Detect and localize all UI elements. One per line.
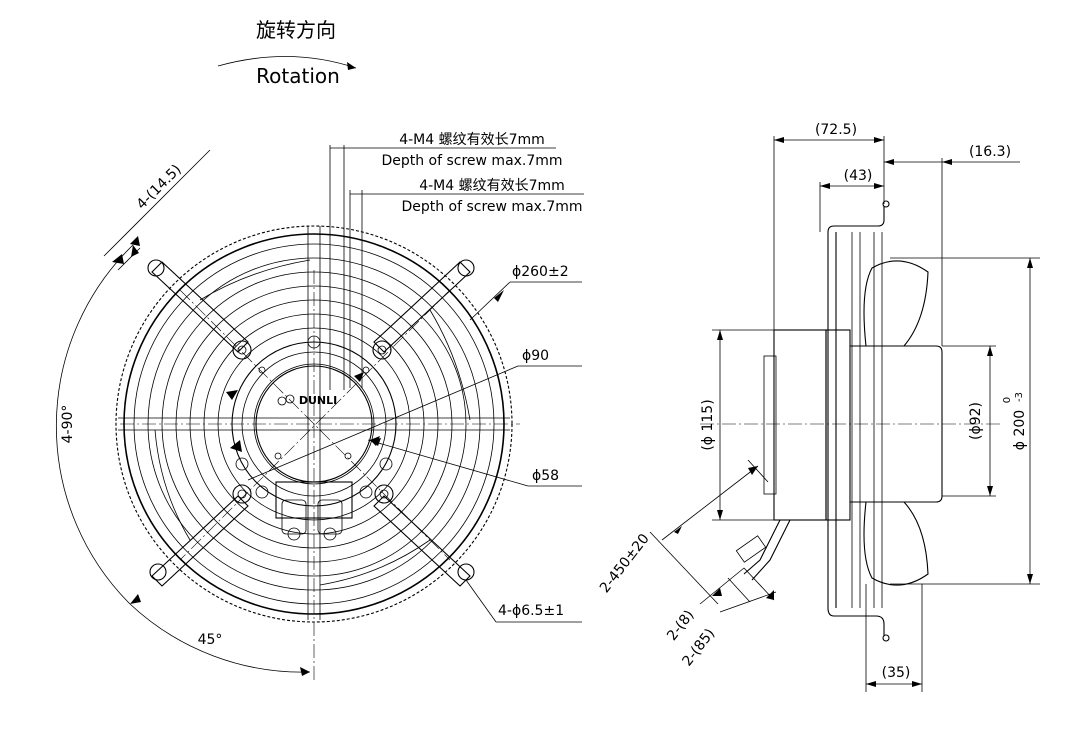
dim-cable-strip-1: 2-(8): [664, 607, 697, 643]
dim-outer-dia: ϕ260±2: [512, 264, 569, 280]
dim-cable-length: 2-450±20: [597, 531, 653, 596]
dim-guard-offset: (16.3): [969, 144, 1011, 160]
mounting-arm: [149, 484, 252, 587]
fan-blade-bottom: [863, 501, 929, 586]
fan-blade-top: [863, 260, 929, 347]
dim-blade-width: (35): [882, 665, 911, 681]
dim-angle-45: 45°: [198, 632, 223, 648]
rotation-indicator: 旋转方向 Rotation: [217, 18, 357, 88]
rotation-label-en: Rotation: [256, 64, 340, 88]
dim-hub-dia: (ϕ92): [968, 402, 984, 440]
dim-overall-depth: (72.5): [815, 122, 857, 138]
side-view: (72.5) (16.3) (43) (ϕ 115) (ϕ92) ϕ: [597, 122, 1040, 692]
dim-mount-dia-lower: -3: [1014, 392, 1025, 402]
dim-slot-width: 4-(14.5): [134, 162, 185, 213]
dim-angle-4x90: 4-90°: [60, 405, 76, 444]
dim-holes: 4-ϕ6.5±1: [498, 603, 564, 619]
dim-mount-dia-base: ϕ 200: [1012, 410, 1028, 450]
mounting-arm: [373, 484, 475, 587]
screw-note-2-en: Depth of screw max.7mm: [401, 199, 582, 215]
rotation-label-cn: 旋转方向: [256, 18, 336, 42]
screw-note-1-en: Depth of screw max.7mm: [381, 153, 562, 169]
front-view: DUNLI 4-M4 螺纹有效长7mm Depth of screw max.7…: [55, 132, 584, 680]
guard-outer-ring: [115, 225, 513, 623]
screw-note-2-cn: 4-M4 螺纹有效长7mm: [419, 178, 565, 194]
brand-logo: DUNLI: [299, 394, 337, 407]
dim-mount-dia-upper: 0: [1002, 397, 1013, 403]
screw-note-1-cn: 4-M4 螺纹有效长7mm: [399, 132, 545, 148]
dim-inner-circle: ϕ58: [532, 468, 559, 484]
terminal-box: [275, 481, 353, 519]
dim-mount-depth: (43): [844, 168, 873, 184]
mounting-arm: [372, 259, 475, 360]
mounting-arm: [147, 259, 252, 360]
motor-body: [773, 329, 827, 521]
dim-bolt-circle: ϕ90: [522, 348, 549, 364]
rotation-arrow: [217, 56, 357, 69]
dim-motor-dia: (ϕ 115): [700, 399, 716, 450]
